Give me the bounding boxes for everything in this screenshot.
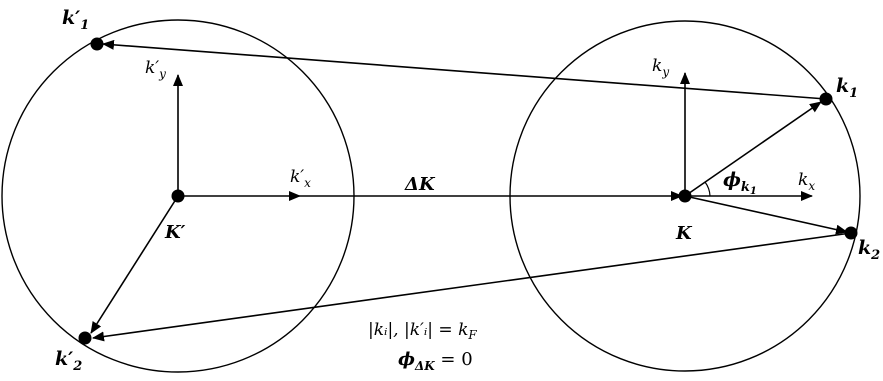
scatter-k1-to-k1prime (102, 39, 827, 100)
k2-vector (684, 195, 848, 235)
fermi-momentum-equation: |kᵢ|, |k′ᵢ| = kF (368, 320, 477, 342)
phi-k1-label: ϕk1 (723, 169, 757, 197)
k1-label: k1 (836, 75, 858, 101)
k2-prime-point (78, 331, 92, 345)
kx-prime-label: k′x (290, 167, 311, 190)
K-prime-label: K′ (164, 222, 186, 243)
K-label: K (675, 223, 693, 244)
ky-prime-label: k′y (145, 58, 166, 81)
k1-point (819, 92, 833, 106)
ky-label: ky (652, 56, 669, 79)
kx-label: kx (798, 170, 815, 193)
K-point (678, 189, 692, 203)
k2-prime-vector (90, 195, 179, 334)
delta-k-label: ΔK (404, 174, 436, 195)
k2-point (844, 226, 858, 240)
k1-prime-label: k′1 (62, 7, 89, 33)
K-prime-point (171, 189, 185, 203)
k2-prime-label: k′2 (55, 348, 82, 374)
k1-vector (684, 101, 822, 197)
k1-prime-point (90, 37, 104, 51)
scatter-k2-to-k2prime (92, 232, 852, 342)
k2-label: k2 (858, 237, 880, 263)
phi-angle-arc (704, 181, 711, 197)
phi-delta-k-equation: ϕΔK = 0 (398, 349, 473, 373)
